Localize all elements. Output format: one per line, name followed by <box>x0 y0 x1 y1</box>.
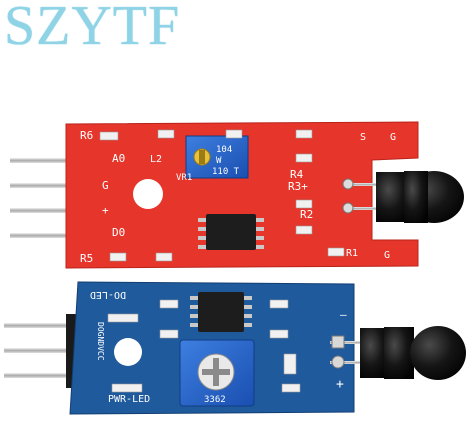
label-do-led: DO-LED <box>90 289 126 300</box>
blue-flame-ir-receiver <box>330 326 466 380</box>
blue-comparator-ic <box>190 292 252 332</box>
red-comparator-ic <box>198 214 264 250</box>
label-g-bottom: G <box>384 250 390 261</box>
red-potentiometer: 104 W 110 T <box>185 135 249 179</box>
mounting-hole-blue <box>114 338 142 366</box>
label-vr1: VR1 <box>176 173 192 183</box>
pot-marking-w: W <box>216 156 222 166</box>
label-d0: D0 <box>112 226 125 239</box>
label-s: S <box>360 132 366 143</box>
blue-potentiometer: 3362 <box>179 339 255 407</box>
label-r3: R3+ <box>288 180 308 193</box>
label-r1: R1 <box>346 248 358 259</box>
label-g: G <box>102 179 109 192</box>
label-r2: R2 <box>300 208 313 221</box>
label-pwr-led: PWR-LED <box>108 394 150 405</box>
red-smd-components <box>99 129 345 262</box>
label-a0: A0 <box>112 152 125 165</box>
red-pcb <box>65 121 419 269</box>
pot-marking-3362: 3362 <box>204 395 226 405</box>
label-plus: + <box>102 204 109 217</box>
label-r6: R6 <box>80 129 93 142</box>
pot-marking-110t: 110 T <box>212 167 240 177</box>
label-minus: — <box>340 308 347 321</box>
watermark-logo: SZYTF <box>4 0 181 57</box>
red-flame-sensor-board: 104 W 110 T R6 A0 G + D0 <box>10 121 464 269</box>
label-g-top: G <box>390 132 396 143</box>
label-l2: L2 <box>150 154 162 165</box>
label-r5: R5 <box>80 252 93 265</box>
mounting-hole <box>133 179 163 209</box>
blue-flame-sensor-board: 3362 DO-LED DOGNDVCC PWR-LED — + <box>4 281 466 415</box>
label-pins: DOGNDVCC <box>96 322 105 361</box>
red-flame-ir-receiver <box>342 171 464 223</box>
label-r4: R4 <box>290 168 304 181</box>
blue-smd-components <box>107 299 301 393</box>
label-plus-blue: + <box>336 377 344 392</box>
pot-marking-104: 104 <box>216 145 232 155</box>
